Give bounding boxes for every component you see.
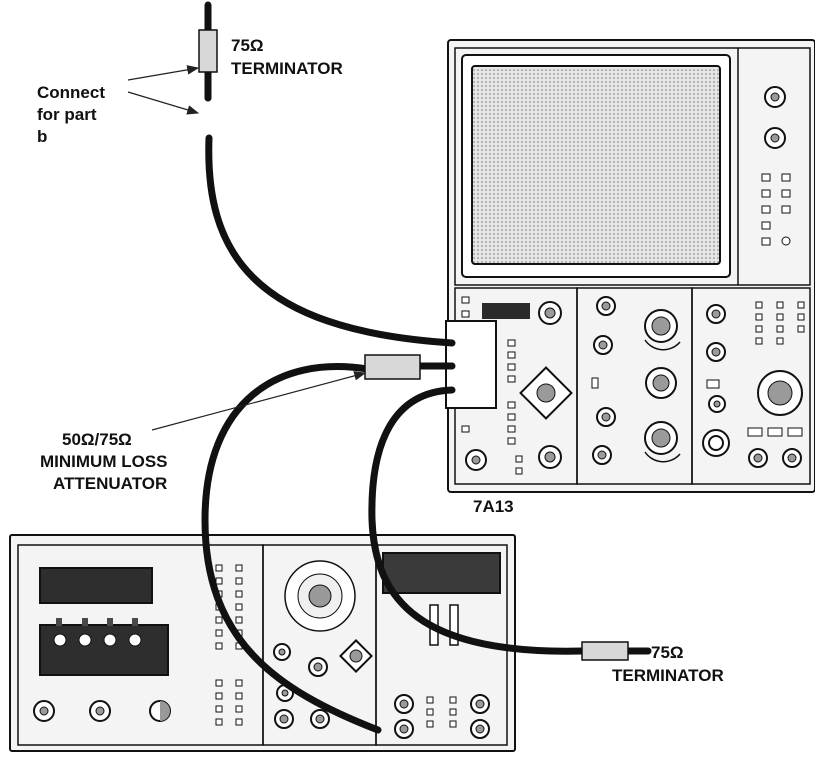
connect-arrows xyxy=(128,68,198,113)
connect-label-line2: for part xyxy=(37,105,97,124)
attenuator-pointer xyxy=(152,373,365,430)
attenuator-label-line3: ATTENUATOR xyxy=(53,474,167,493)
minimum-loss-attenuator xyxy=(365,355,420,379)
attenuator-label-line2: MINIMUM LOSS xyxy=(40,452,168,471)
top-terminator-value: 75Ω xyxy=(231,36,264,55)
right-terminator-value: 75Ω xyxy=(651,643,684,662)
right-terminator xyxy=(582,642,628,660)
top-terminator xyxy=(199,30,217,72)
connect-label-line1: Connect xyxy=(37,83,105,102)
top-terminator-name: TERMINATOR xyxy=(231,59,343,78)
right-terminator-name: TERMINATOR xyxy=(612,666,724,685)
top-input-cable xyxy=(209,138,452,343)
plugin-name-label: 7A13 xyxy=(473,497,514,516)
signal-generator xyxy=(10,535,515,751)
crt-screen xyxy=(462,55,730,277)
oscilloscope-mainframe xyxy=(448,40,815,492)
connect-label-line3: b xyxy=(37,127,47,146)
attenuator-label-line1: 50Ω/75Ω xyxy=(62,430,132,449)
